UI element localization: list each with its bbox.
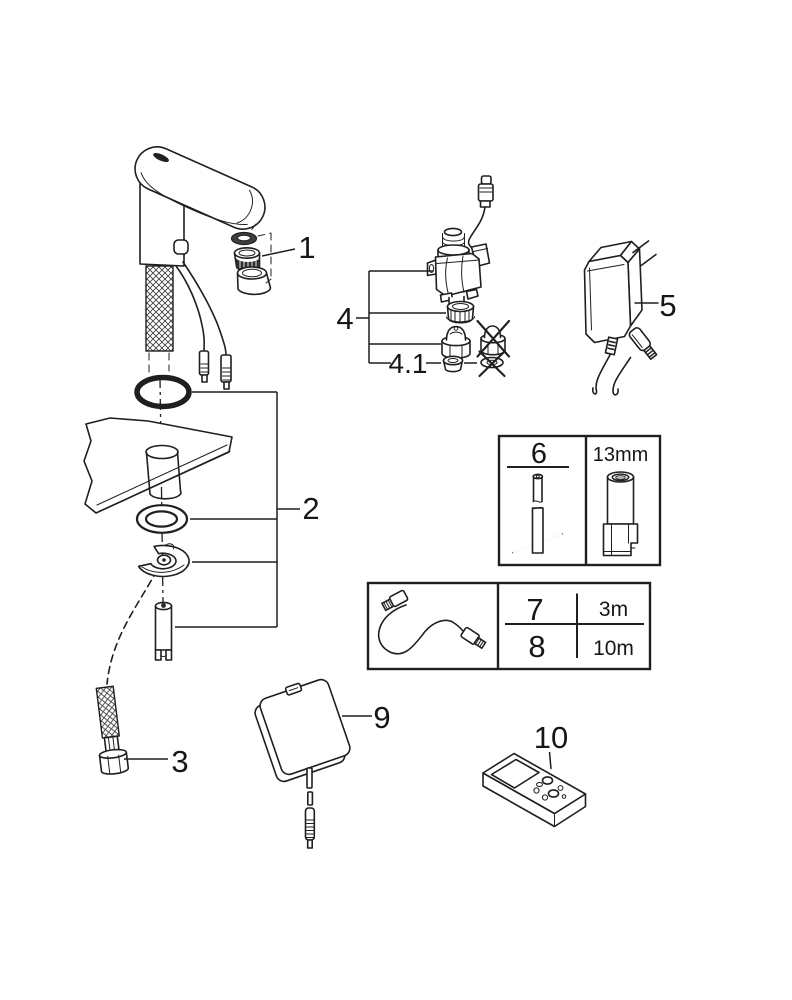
bracket-1-dashed: [257, 232, 272, 284]
socket-size-label: 13mm: [593, 444, 649, 466]
plug-pins: [632, 240, 657, 267]
filter-drawing: [441, 325, 471, 359]
part-label-7: 7: [526, 592, 543, 627]
sensor-cable-connector: [198, 350, 210, 383]
infrared-sensor-window: [173, 239, 189, 255]
not-used-cross-icon: [476, 319, 511, 358]
solenoid-valve-drawing: [426, 227, 491, 307]
remote-buttons: [533, 776, 567, 801]
label-line-10: [548, 751, 552, 770]
power-connector: [628, 327, 658, 360]
part-label-9: 9: [373, 700, 390, 735]
mousseur-shell: [236, 266, 272, 296]
horseshoe-washer-drawing: [137, 543, 190, 578]
part-label-4: 4: [336, 301, 353, 336]
center-line: [159, 376, 164, 603]
remote-control-drawing: [482, 751, 587, 828]
part-label-1: 1: [298, 230, 315, 265]
threaded-stud-drawing: [154, 601, 173, 661]
control-box-cable: [304, 767, 316, 849]
solenoid-valve-group-drawing: [356, 175, 511, 378]
cable-box: [366, 581, 652, 671]
part-label-5: 5: [659, 288, 676, 323]
extension-cable-drawing: [377, 589, 487, 655]
cable-strain-relief: [604, 336, 619, 356]
braided-hose-shell: [145, 265, 174, 352]
part-label-6: 6: [531, 438, 547, 470]
remote-display: [490, 758, 540, 789]
basin-cross-section-drawing: [83, 417, 233, 514]
cable-box-border: [366, 581, 652, 671]
part-label-2: 2: [302, 491, 319, 526]
mounting-set-drawing: [83, 374, 300, 661]
hose-link-line: [106, 569, 158, 685]
tool-box: [497, 434, 662, 567]
part-label-10: 10: [534, 720, 568, 755]
cable-box-grid-lines: [505, 593, 644, 658]
t-wrench-drawing: [512, 473, 563, 554]
cable-length-10m: 10m: [593, 637, 634, 660]
mousseur-parts-drawing: [230, 231, 296, 296]
gasket-4-1-drawing: [442, 355, 464, 373]
control-box-drawing: [254, 678, 372, 849]
crossed-out-gasket-drawing: [478, 350, 506, 378]
power-cable-connector: [220, 354, 232, 390]
part-label-3: 3: [171, 744, 188, 779]
not-used-cross-icon: [478, 350, 506, 378]
faucet-spout-head: [134, 146, 266, 230]
spout-outlet-mark: [153, 152, 169, 163]
part-label-8: 8: [528, 629, 545, 664]
base-washer-drawing: [135, 504, 189, 534]
bracket-2: [175, 391, 300, 628]
part-label-4-1: 4.1: [389, 348, 428, 379]
faucet-drawing: [106, 146, 266, 685]
union-nut-drawing: [446, 300, 475, 324]
power-supply-drawing: [583, 240, 659, 396]
bracket-4: [356, 270, 477, 364]
tool-box-border: [497, 434, 662, 567]
socket-13mm-drawing: [602, 471, 639, 557]
o-ring-drawing: [134, 374, 192, 410]
label-line-1: [261, 248, 296, 257]
cable-length-3m: 3m: [599, 598, 628, 621]
supply-hose-drawing: [95, 685, 168, 775]
valve-plug-connector: [467, 175, 494, 249]
crossed-out-filter-drawing: [476, 319, 511, 358]
